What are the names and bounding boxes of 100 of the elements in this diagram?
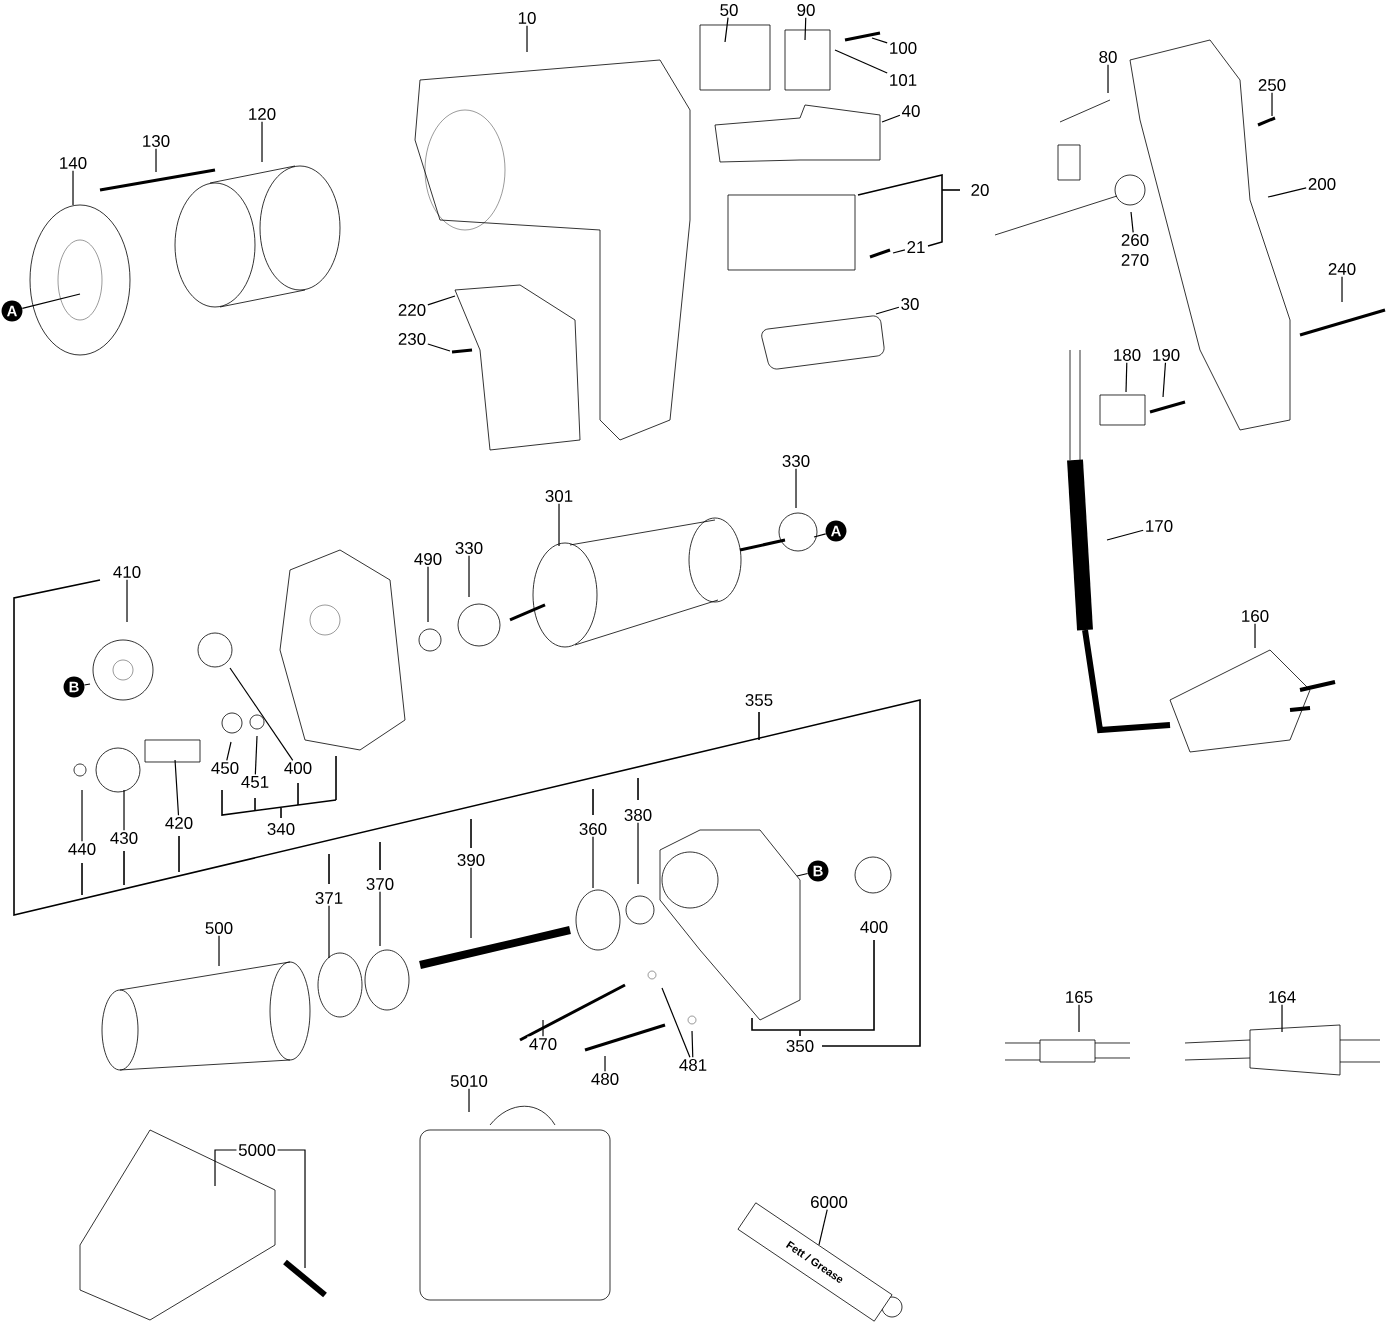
leader-line: [1107, 64, 1109, 94]
callout-number: 170: [1143, 518, 1175, 534]
callout-number: 490: [412, 551, 444, 567]
callout-number: 420: [163, 815, 195, 831]
leader-line: [1162, 362, 1167, 398]
callout-number: 480: [589, 1071, 621, 1087]
leader-line: [261, 121, 263, 163]
leader-line: [818, 1209, 828, 1246]
callout-number: 160: [1239, 608, 1271, 624]
callout-number: 240: [1326, 261, 1358, 277]
leader-line: [226, 741, 232, 761]
leader-line: [155, 148, 157, 173]
leader-line: [875, 306, 900, 315]
callout-number: 330: [780, 453, 812, 469]
leader-line: [126, 579, 128, 623]
leader-line: [468, 555, 470, 598]
callout-number: 330: [453, 540, 485, 556]
callout-number: 500: [203, 920, 235, 936]
callout-number: 350: [784, 1038, 816, 1054]
callout-number: 101: [887, 72, 919, 88]
callout-number: 21: [905, 239, 927, 255]
leader-line: [81, 789, 83, 842]
leader-line: [892, 249, 906, 254]
callout-number: 410: [111, 564, 143, 580]
leader-line: [881, 114, 901, 123]
leader-line: [1281, 1004, 1283, 1033]
leader-line: [174, 759, 180, 816]
callout-number: 400: [858, 919, 890, 935]
callout-number: 481: [677, 1057, 709, 1073]
leader-line: [604, 1055, 606, 1072]
callout-number: 400: [282, 760, 314, 776]
callout-number: 355: [743, 692, 775, 708]
leader-line: [468, 1088, 470, 1113]
callout-number: 301: [543, 488, 575, 504]
callout-number: 20: [969, 182, 991, 198]
leader-line: [1125, 362, 1128, 393]
callout-number: 190: [1150, 347, 1182, 363]
leader-line: [470, 867, 472, 939]
callout-number: 451: [239, 774, 271, 790]
callout-number: 230: [396, 331, 428, 347]
leader-line: [1341, 276, 1343, 303]
leader-line: [83, 683, 91, 686]
callout-number: 90: [795, 2, 817, 18]
leader-line: [1130, 211, 1134, 233]
leader-line: [834, 49, 888, 74]
callout-number: 250: [1256, 77, 1288, 93]
leader-line: [1254, 623, 1256, 649]
leader-line: [558, 503, 560, 547]
callout-number: 10: [516, 10, 538, 26]
leader-line: [637, 822, 639, 885]
leader-line: [526, 25, 528, 53]
callout-number: 470: [527, 1036, 559, 1052]
leader-line: [691, 1030, 694, 1058]
callout-number: 40: [900, 103, 922, 119]
leader-line: [795, 468, 797, 509]
callout-number: 5000: [236, 1142, 278, 1158]
callout-number: 200: [1306, 176, 1338, 192]
callout-number: 390: [455, 852, 487, 868]
callout-number: 130: [140, 133, 172, 149]
leader-line: [796, 872, 809, 877]
leader-line: [123, 789, 125, 831]
callout-number: 164: [1266, 989, 1298, 1005]
callout-number: 360: [577, 821, 609, 837]
callout-number: 220: [396, 302, 428, 318]
callout-number: 100: [887, 40, 919, 56]
leader-line: [254, 735, 258, 775]
leader-line: [1078, 1004, 1080, 1033]
callout-number: 340: [265, 821, 297, 837]
leader-line: [592, 836, 594, 889]
leader-line: [871, 37, 888, 44]
callout-number: 30: [899, 296, 921, 312]
callout-number: 180: [1111, 347, 1143, 363]
callout-number: 380: [622, 807, 654, 823]
leader-line: [427, 295, 456, 306]
callout-number: 165: [1063, 989, 1095, 1005]
leader-line: [328, 905, 330, 959]
callout-number: 370: [364, 876, 396, 892]
callout-number: 450: [209, 760, 241, 776]
leader-line: [427, 343, 451, 352]
leader-line: [218, 935, 220, 967]
callout-number: 50: [718, 2, 740, 18]
callout-number: 140: [57, 155, 89, 171]
leader-line: [1267, 187, 1307, 198]
leader-line: [1271, 92, 1273, 117]
callout-number: 371: [313, 890, 345, 906]
leader-line: [21, 293, 81, 309]
leader-line: [214, 1149, 238, 1187]
callout-number: 80: [1097, 49, 1119, 65]
callout-number: 430: [108, 830, 140, 846]
leader-line: [724, 17, 729, 43]
leader-line: [427, 566, 429, 623]
leader-line: [379, 891, 381, 947]
leader-line: [72, 170, 74, 206]
leader-line: [542, 1019, 544, 1037]
leader-line: [804, 17, 807, 41]
leader-line: [229, 667, 294, 761]
leader-line: [276, 1149, 306, 1269]
callout-number: 440: [66, 841, 98, 857]
callout-number: 120: [246, 106, 278, 122]
leader-line: [1106, 529, 1144, 541]
